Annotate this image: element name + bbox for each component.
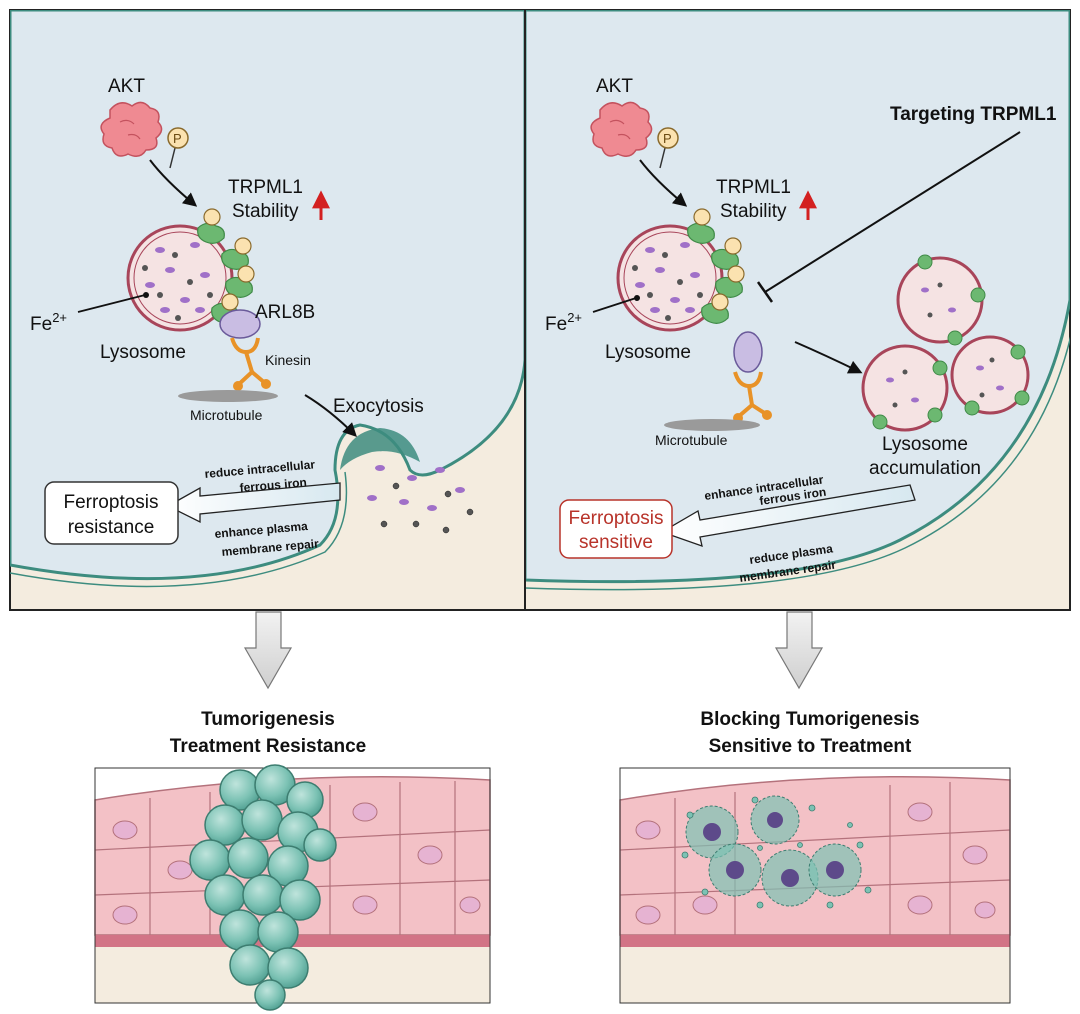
fe-pointer [592, 297, 637, 313]
inhibition-line [764, 131, 1021, 293]
outcome-line-1: Ferroptosis [63, 492, 158, 513]
bottom-left-title-2: Treatment Resistance [170, 736, 366, 757]
phospho-icon [693, 208, 745, 311]
outcome-line-2: resistance [68, 517, 155, 538]
bottom-right-title-2: Sensitive to Treatment [709, 736, 912, 757]
right-cell [525, 10, 1070, 591]
kinesin-head [233, 381, 243, 391]
dying-tumor-cell-icon [681, 795, 872, 909]
lysosome-icon [126, 224, 234, 332]
kinesin-label: Kinesin [265, 352, 311, 368]
phospho-icon: P [167, 127, 189, 169]
exocytosis-label: Exocytosis [333, 396, 424, 417]
akt-arrow [149, 159, 198, 207]
outcome-arrow [166, 482, 341, 524]
fe-dot [143, 292, 149, 298]
down-arrow-icon [243, 611, 293, 690]
svg-text:P: P [173, 131, 182, 146]
arl8b-label: ARL8B [255, 302, 315, 323]
tissue-right [619, 767, 1011, 1004]
lysosome-icon [616, 224, 724, 332]
microtubule-icon [664, 419, 760, 431]
microtubule-label: Microtubule [190, 407, 263, 423]
lysosome-label: Lysosome [100, 342, 186, 363]
akt-protein-icon [590, 101, 653, 157]
akt-protein-icon [100, 101, 163, 157]
exocytosis-arrow [304, 394, 357, 437]
svg-text:P: P [663, 131, 672, 146]
left-panel: AKT P TRPML1 Stability [30, 76, 474, 559]
arl8b-icon [219, 309, 261, 339]
fe-label: Fe2+ [545, 310, 582, 335]
outcome-box [44, 481, 179, 545]
arl8b-icon [733, 331, 763, 373]
outcome-arrow [660, 484, 916, 547]
released-iron [367, 465, 474, 534]
outcome-box [559, 499, 673, 559]
arrow-text-top-2: ferrous iron [239, 475, 307, 495]
tumor-cluster-icon [189, 764, 337, 1011]
lysosome-label: Lysosome [605, 342, 691, 363]
kinesin-head [762, 410, 772, 420]
trpml1-label: TRPML1 [228, 177, 303, 198]
accumulated-lysosome-icon [861, 254, 1030, 432]
microtubule-label: Microtubule [655, 432, 728, 448]
trpml1-channel-icon [197, 222, 253, 324]
bottom-left-title-1: Tumorigenesis [201, 709, 335, 730]
phospho-icon: P [657, 127, 679, 169]
kinesin-head [261, 379, 271, 389]
phospho-icon [203, 208, 255, 311]
stability-label: Stability [232, 201, 299, 222]
targeting-label: Targeting TRPML1 [890, 104, 1057, 125]
outcome-line-2: sensitive [579, 532, 653, 553]
stability-label: Stability [720, 201, 787, 222]
akt-label: AKT [108, 76, 145, 97]
accumulation-line-1: Lysosome [882, 434, 968, 455]
tissue-left [94, 764, 491, 1011]
down-arrow-icon [774, 611, 824, 690]
microtubule-icon [178, 390, 278, 402]
akt-arrow [639, 159, 688, 207]
bottom-right-title-1: Blocking Tumorigenesis [700, 709, 919, 730]
accumulation-arrow [794, 341, 863, 374]
akt-label: AKT [596, 76, 633, 97]
accumulation-line-2: accumulation [869, 458, 981, 479]
fe-pointer [77, 294, 146, 313]
fe-label: Fe2+ [30, 310, 67, 335]
trpml1-label: TRPML1 [716, 177, 791, 198]
fe-dot [634, 295, 640, 301]
outcome-line-1: Ferroptosis [568, 508, 663, 529]
inhibition-bar [756, 281, 774, 303]
